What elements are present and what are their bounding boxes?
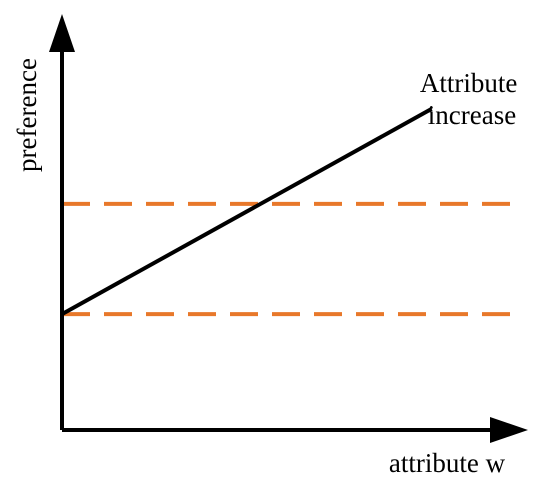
- series-label-line-2: increase: [428, 100, 516, 130]
- y-axis-arrow-icon: [49, 14, 75, 52]
- y-axis-label: preference: [12, 58, 42, 172]
- series-lines-group: [61, 107, 433, 316]
- x-axis-arrow-icon: [490, 417, 528, 443]
- reference-lines-group: [62, 201, 524, 317]
- series-label: Attribute increase: [420, 68, 524, 130]
- axes-group: [49, 14, 528, 443]
- series-label-line-1: Attribute: [420, 68, 517, 98]
- x-axis-label: attribute w: [389, 448, 506, 478]
- series-line-1: [61, 107, 433, 316]
